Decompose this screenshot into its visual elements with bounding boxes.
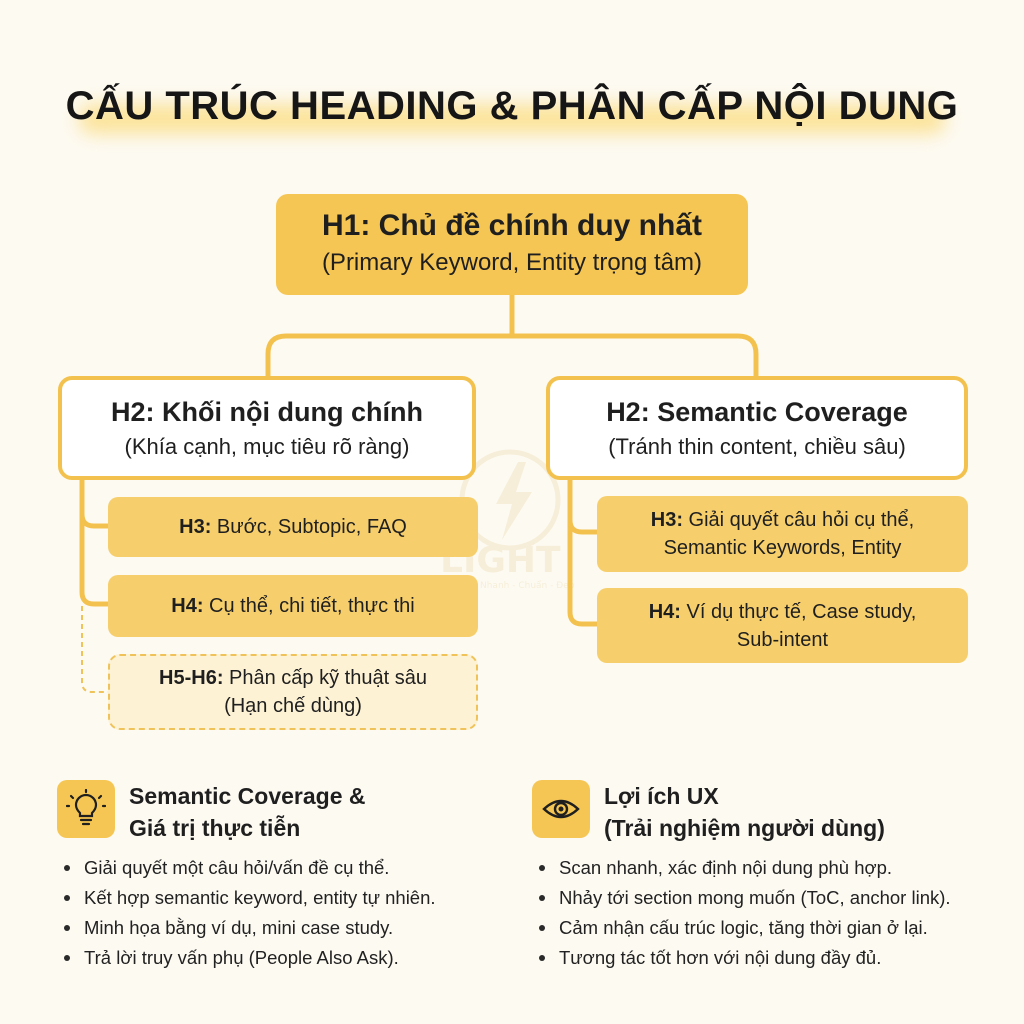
section-title-line2: Giá trị thực tiễn [129,815,301,841]
page-title: CẤU TRÚC HEADING & PHÂN CẤP NỘI DUNG [48,78,977,135]
section-title-line2: (Trải nghiệm người dùng) [604,815,885,841]
lightning-bolt-icon [496,462,532,540]
h2-box-main-content: H2: Khối nội dung chính (Khía cạnh, mục … [58,376,476,480]
connector-left-h5h6-dashed [81,606,108,693]
section-title-line1: Semantic Coverage & [129,783,366,809]
list-item: Giải quyết một câu hỏi/vấn đề cụ thể. [60,853,436,883]
h5-h6-text: Phân cấp kỹ thuật sâu [223,667,427,689]
h2-subtitle: (Khía cạnh, mục tiêu rõ ràng) [124,434,410,459]
section-title-right: Lợi ích UX (Trải nghiệm người dùng) [604,780,885,844]
connector-right-h3 [567,517,601,535]
connector-left-h4 [79,477,113,607]
list-item: Nhảy tới section mong muốn (ToC, anchor … [535,883,951,913]
list-item: Minh họa bằng ví dụ, mini case study. [60,913,436,943]
h4-text: Ví dụ thực tế, Case study, [680,600,917,623]
section-title-left: Semantic Coverage & Giá trị thực tiễn [129,780,365,844]
h4-tag: H4: [648,600,681,623]
h2-title: H2: Khối nội dung chính [111,397,423,427]
list-item: Tương tác tốt hơn với nội dung đầy đủ. [535,943,951,973]
eye-icon [542,799,580,819]
h3-text: Giải quyết câu hỏi cụ thể, [682,509,915,531]
h4-tag: H4: [171,595,204,617]
lightbulb-icon [66,789,106,826]
h3-text: Bước, Subtopic, FAQ [211,516,407,538]
h4-box-right: H4: Ví dụ thực tế, Case study, Sub-inten… [597,588,968,663]
h3-box-left: H3: Bước, Subtopic, FAQ [108,497,478,557]
section-icon-box-right [532,780,590,838]
list-item: Scan nhanh, xác định nội dung phù hợp. [535,853,951,883]
connector-h1-to-h2 [265,333,759,379]
h3-box-right: H3: Giải quyết câu hỏi cụ thể, Semantic … [597,496,968,572]
h2-box-semantic-coverage: H2: Semantic Coverage (Tránh thin conten… [546,376,968,480]
h3-text-line2: Semantic Keywords, Entity [663,537,902,559]
list-item: Kết hợp semantic keyword, entity tự nhiê… [60,883,436,913]
section-title-line1: Lợi ích UX [604,783,719,809]
list-item: Trả lời truy vấn phụ (People Also Ask). [60,943,436,973]
h5-h6-box-left: H5-H6: Phân cấp kỹ thuật sâu (Hạn chế dù… [108,654,478,730]
h1-box: H1: Chủ đề chính duy nhất (Primary Keywo… [276,194,748,295]
bullet-list-left: Giải quyết một câu hỏi/vấn đề cụ thể. Kế… [60,853,436,973]
watermark-tagline: Nhanh - Chuẩn - Đẹp [480,580,575,590]
list-item: Cảm nhận cấu trúc logic, tăng thời gian … [535,913,951,943]
section-icon-box-left [57,780,115,838]
h5-h6-note: (Hạn chế dùng) [224,695,362,717]
connector-right-h4 [567,477,601,627]
h2-subtitle: (Tránh thin content, chiều sâu) [608,434,906,459]
page-title-text: CẤU TRÚC HEADING & PHÂN CẤP NỘI DUNG [65,84,959,128]
h1-title: H1: Chủ đề chính duy nhất [322,209,702,242]
h3-tag: H3: [650,509,683,531]
h4-text-line2: Sub-intent [736,628,829,651]
bullet-list-right: Scan nhanh, xác định nội dung phù hợp. N… [535,853,951,973]
h2-title: H2: Semantic Coverage [606,397,908,427]
h4-text: Cụ thể, chi tiết, thực thi [203,595,415,617]
title-wrapper: CẤU TRÚC HEADING & PHÂN CẤP NỘI DUNG [0,78,1024,135]
h1-subtitle: (Primary Keyword, Entity trọng tâm) [321,249,703,276]
connector-left-h3 [79,511,113,529]
h3-tag: H3: [179,516,212,538]
h4-box-left: H4: Cụ thể, chi tiết, thực thi [108,575,478,637]
h5-h6-tag: H5-H6: [159,667,224,689]
